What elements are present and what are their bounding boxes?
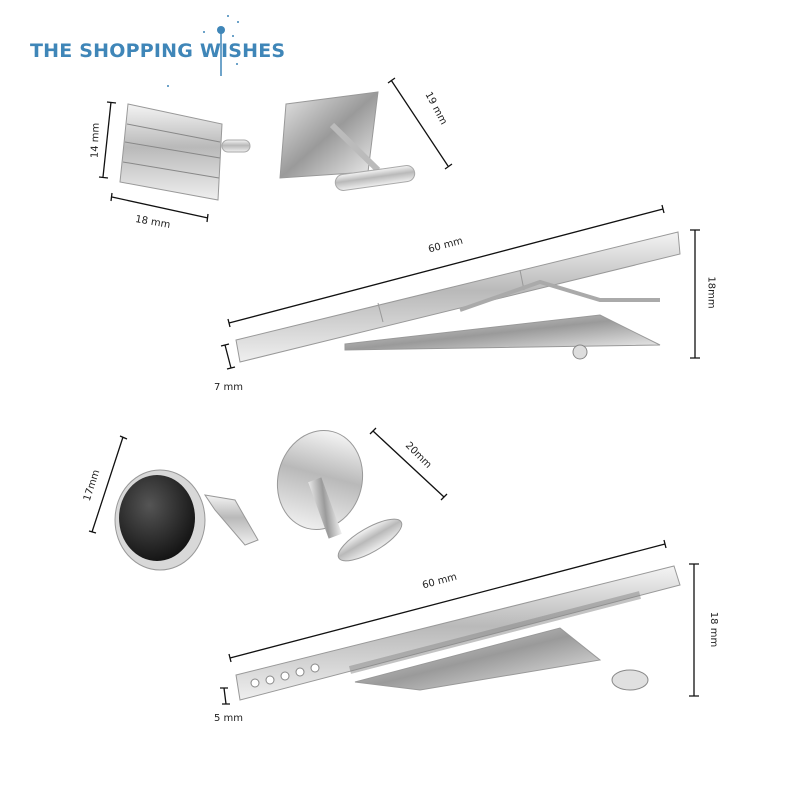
round-cufflink-back bbox=[276, 429, 403, 562]
square-cufflink-back bbox=[279, 91, 416, 191]
square-cufflink-front bbox=[119, 103, 251, 201]
round-cufflink-front bbox=[114, 469, 259, 571]
dimension-lines bbox=[88, 77, 700, 705]
tie-clip-2-height-label: 18 mm bbox=[708, 611, 720, 648]
tie-clip-1 bbox=[235, 231, 681, 363]
tie-clip-2 bbox=[235, 565, 681, 701]
tie-clip-1-thickness-label: 7 mm bbox=[214, 382, 244, 393]
tie-clip-2-thickness-label: 5 mm bbox=[214, 713, 244, 724]
tie-clip-1-height-label: 18mm bbox=[705, 276, 717, 309]
wand-icon bbox=[167, 15, 239, 87]
square-cufflink-height-label: 14 mm bbox=[89, 122, 102, 159]
